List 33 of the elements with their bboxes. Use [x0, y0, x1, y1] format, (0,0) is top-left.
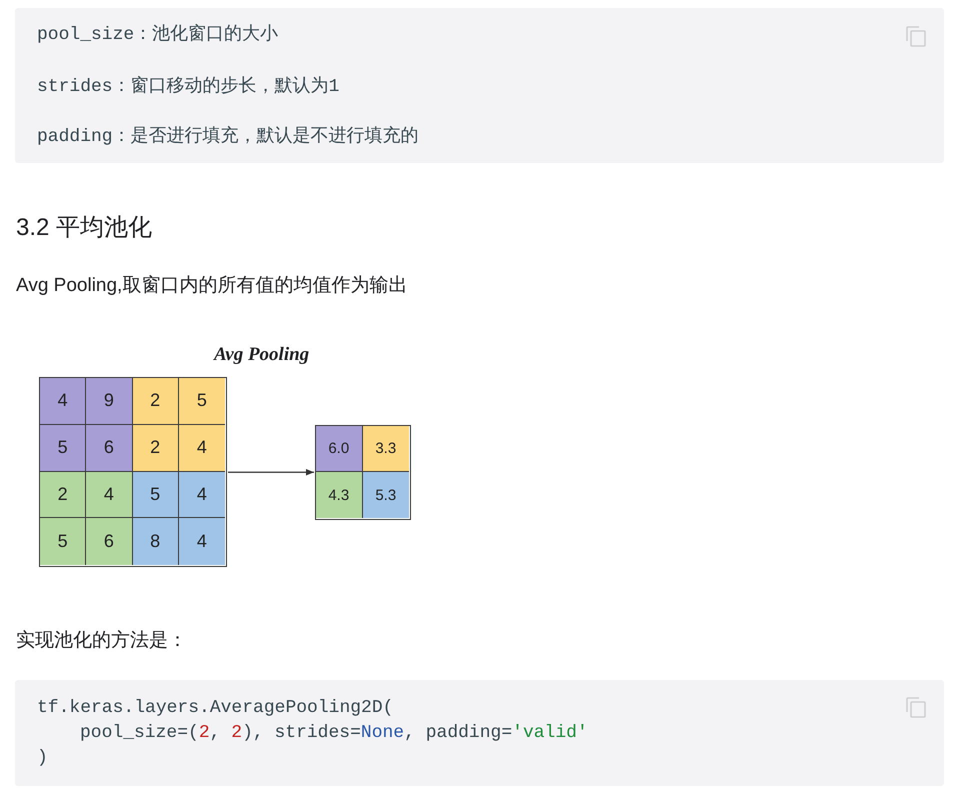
- grid-cell: 5: [132, 472, 179, 518]
- output-grid: [315, 425, 411, 520]
- grid-cell: 6: [86, 518, 132, 565]
- input-grid: [39, 377, 227, 567]
- grid-cell: 2: [132, 378, 179, 425]
- paragraph: 实现池化的方法是：: [16, 630, 187, 652]
- grid-cell: 2: [132, 424, 179, 472]
- code-line: tf.keras.layers.AveragePooling2D(: [37, 696, 394, 720]
- section-heading: 3.2 平均池化: [16, 214, 152, 242]
- grid-cell: 4: [40, 378, 86, 425]
- code-line: pool_size：池化窗口的大小: [37, 22, 278, 46]
- grid-cell: 5: [40, 424, 86, 472]
- grid-cell: 5: [40, 518, 86, 565]
- grid-cell: 9: [86, 378, 132, 425]
- grid-cell: 2: [40, 472, 86, 518]
- grid-cell: 4: [178, 518, 225, 565]
- grid-cell: 4: [86, 472, 132, 518]
- code-line: strides：窗口移动的步长，默认为1: [37, 74, 340, 98]
- arrow: [228, 469, 314, 476]
- grid-cell: 5: [178, 378, 225, 425]
- grid-cell: 5.3: [362, 472, 409, 518]
- grid-cell: 6: [86, 424, 132, 472]
- code-line: ): [37, 746, 48, 770]
- grid-cell: 4: [178, 424, 225, 472]
- grid-cell: 4: [178, 472, 225, 518]
- code-line: pool_size=(2, 2), strides=None, padding='valid': [80, 722, 588, 744]
- grid-cell: 4.3: [316, 472, 362, 518]
- code-line: padding：是否进行填充，默认是不进行填充的: [37, 124, 419, 148]
- paragraph: Avg Pooling,取窗口内的所有值的均值作为输出: [16, 274, 408, 298]
- grid-cell: 8: [132, 518, 179, 565]
- grid-cell: 3.3: [362, 426, 409, 472]
- figure-title: Avg Pooling: [214, 344, 310, 366]
- grid-cell: 6.0: [316, 426, 362, 472]
